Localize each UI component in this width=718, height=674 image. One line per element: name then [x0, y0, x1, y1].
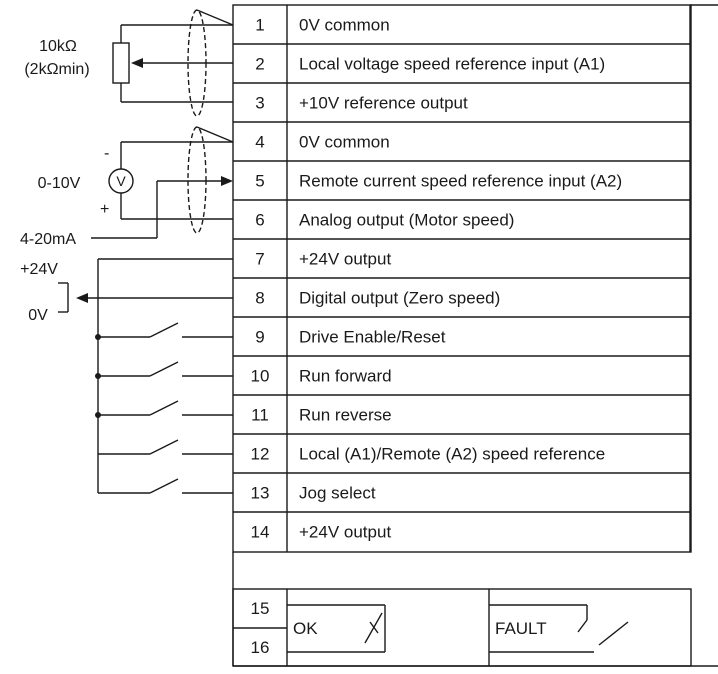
terminal-number: 6 — [255, 211, 264, 230]
terminal-number: 13 — [251, 484, 270, 503]
terminal-description: Run forward — [299, 367, 392, 386]
terminal-description: 0V common — [299, 133, 390, 152]
terminal-number: 2 — [255, 55, 264, 74]
terminal-number: 10 — [251, 367, 270, 386]
terminal-number: 4 — [255, 133, 264, 152]
supply-24v-label: +24V — [20, 261, 58, 278]
terminal-number: 3 — [255, 94, 264, 113]
potentiometer-circuit — [112, 9, 234, 117]
cable-shield-1 — [187, 9, 207, 117]
switch-contact — [98, 361, 233, 377]
terminal-number: 11 — [251, 406, 269, 425]
terminal-description: 0V common — [299, 16, 390, 35]
terminal-description: Analog output (Motor speed) — [299, 211, 514, 230]
fault-relay-contact — [489, 604, 629, 653]
input-switches — [98, 322, 233, 494]
terminal-rows: 1 0V common 2 Local voltage speed reference… — [251, 16, 623, 542]
terminal-number: 1 — [255, 16, 264, 35]
fault-relay-label: FAULT — [495, 619, 547, 638]
terminal-number: 8 — [255, 289, 264, 308]
terminal-description: Drive Enable/Reset — [299, 328, 446, 347]
pot-value-label: 10kΩ — [39, 38, 77, 55]
terminal-row-separators — [233, 43, 690, 513]
cable-shield-2 — [187, 126, 207, 234]
terminal-number-15: 15 — [251, 599, 270, 618]
terminal-number: 12 — [251, 445, 270, 464]
terminal-number: 14 — [251, 523, 270, 542]
terminal-number-16: 16 — [251, 638, 270, 657]
terminal-number: 5 — [255, 172, 264, 191]
terminal-description: Jog select — [299, 484, 376, 503]
terminal-description: Remote current speed reference input (A2… — [299, 172, 622, 191]
voltmeter-plus: + — [100, 201, 109, 218]
voltmeter-minus: - — [104, 145, 109, 162]
current-range-label: 4-20mA — [20, 231, 76, 248]
potentiometer-symbol — [112, 42, 130, 84]
ok-relay-label: OK — [293, 619, 318, 638]
wiper-arrow — [131, 58, 143, 68]
terminal-description: +24V output — [299, 523, 391, 542]
digital-output-arrow — [76, 293, 88, 303]
switch-contact — [98, 478, 233, 494]
terminal-description: +10V reference output — [299, 94, 468, 113]
terminal-number: 7 — [255, 250, 264, 269]
ok-relay-contact — [287, 589, 490, 666]
terminal-description: Run reverse — [299, 406, 392, 425]
terminal-number: 9 — [255, 328, 264, 347]
terminal-description: Digital output (Zero speed) — [299, 289, 500, 308]
digital-output-circuit — [58, 282, 233, 313]
analog-input-circuit — [91, 126, 234, 239]
switch-contact — [98, 400, 233, 416]
terminal-description: +24V output — [299, 250, 391, 269]
zero-v-label: 0V — [28, 307, 48, 324]
input-arrow — [221, 176, 233, 186]
terminal-description: Local (A1)/Remote (A2) speed reference — [299, 445, 605, 464]
switch-contact — [98, 439, 233, 455]
voltmeter-letter: V — [116, 173, 126, 189]
terminal-description: Local voltage speed reference input (A1) — [299, 55, 605, 74]
pot-min-label: (2kΩmin) — [24, 61, 89, 78]
voltage-range-label: 0-10V — [38, 175, 81, 192]
switch-contact — [98, 322, 233, 338]
